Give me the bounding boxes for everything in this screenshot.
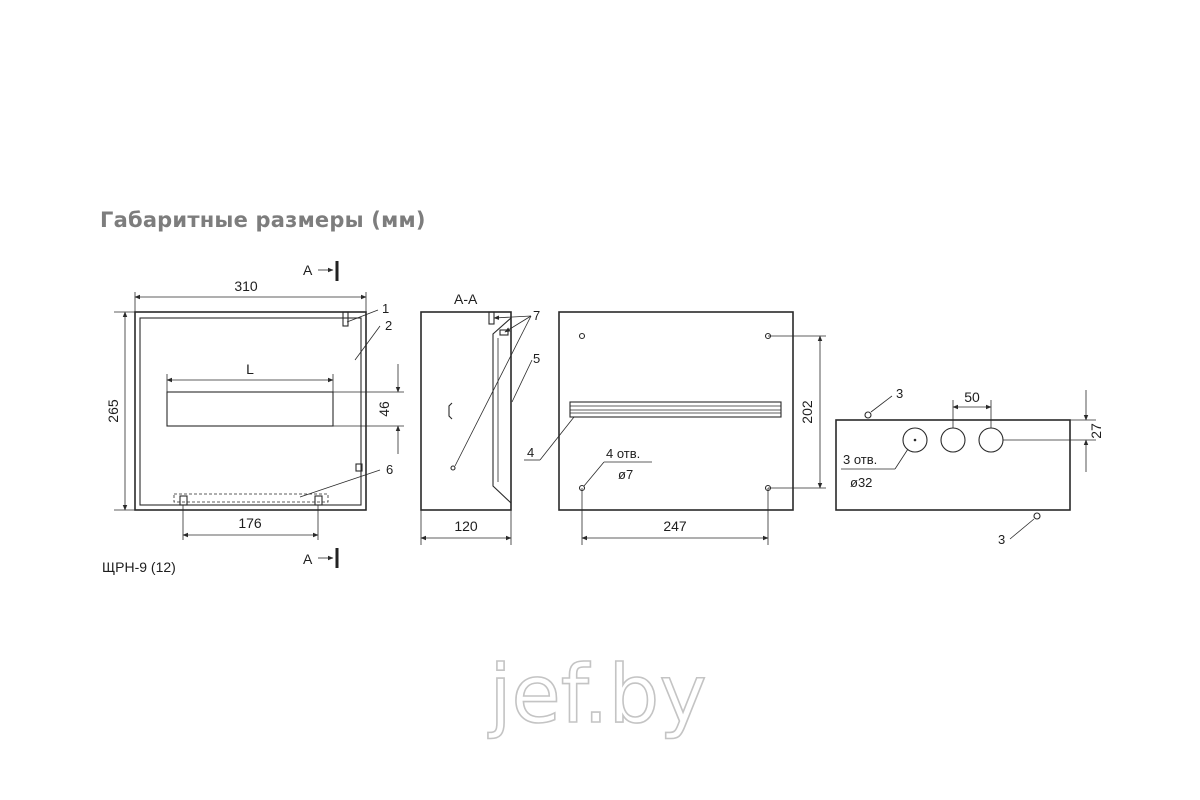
- bottom-rail: [173, 493, 329, 503]
- dim-strip-height-label: 46: [376, 401, 392, 417]
- latch-bottom: [1033, 512, 1041, 520]
- section-marker-top: А: [303, 262, 313, 278]
- dim-hole-offset-label: 27: [1088, 423, 1104, 439]
- callout-6: 6: [386, 462, 393, 477]
- dim-height-label: 265: [105, 399, 121, 423]
- callout-leader-6: [299, 469, 381, 498]
- front-outer-frame: [134, 311, 367, 511]
- callout-leader-1: [346, 309, 379, 323]
- callout-2: 2: [385, 318, 392, 333]
- mounting-view: 247 202 4 отв. ø7 4: [524, 311, 826, 545]
- door-handle: [448, 402, 453, 420]
- model-label: ЩРН-9 (12): [102, 559, 176, 575]
- callout-leader-3-bottom: [1009, 518, 1035, 540]
- entry-holes-count: 3 отв.: [843, 452, 877, 467]
- note-leader: [583, 461, 605, 487]
- callout-3-top: 3: [896, 386, 903, 401]
- entry-hole-center: [913, 438, 917, 442]
- mount-hole: [578, 332, 586, 340]
- page-title: Габаритные размеры (мм): [100, 208, 426, 232]
- mount-hole: [450, 465, 456, 471]
- section-view: А-А 120 7 5: [420, 291, 540, 545]
- entry-hole: [978, 427, 1004, 453]
- callout-5: 5: [533, 351, 540, 366]
- latch-bottom: [355, 463, 363, 472]
- dim-depth-label: 120: [454, 518, 478, 534]
- callout-3-bottom: 3: [998, 532, 1005, 547]
- top-view: 50 27 3 отв. ø32 3 3: [835, 386, 1104, 547]
- mount-holes-count: 4 отв.: [606, 446, 640, 461]
- din-rail: [569, 401, 782, 418]
- watermark: jef.by: [487, 648, 706, 741]
- dim-mount-height-label: 202: [799, 400, 815, 424]
- mount-holes-dia: ø7: [618, 467, 633, 482]
- dim-rail-spacing-label: 176: [238, 515, 262, 531]
- callout-leader-2: [354, 325, 381, 361]
- front-inner-frame: [139, 317, 362, 506]
- front-view: 310 265 L 46 176 А А 1 2 6: [102, 261, 404, 575]
- callout-leader-7b: [504, 315, 532, 333]
- entry-hole: [940, 427, 966, 453]
- callout-leader-5: [511, 359, 533, 403]
- callout-leader-4: [539, 416, 575, 461]
- callout-4: 4: [527, 445, 534, 460]
- rail-clip-right: [314, 495, 323, 506]
- dim-width-label: 310: [234, 278, 258, 294]
- dim-strip-length-label: L: [246, 361, 254, 377]
- dim-mount-width-label: 247: [663, 518, 687, 534]
- latch-top: [342, 311, 349, 327]
- section-latch: [488, 311, 495, 325]
- note-leader: [894, 448, 909, 470]
- back-panel: [558, 311, 794, 511]
- dim-hole-pitch-label: 50: [964, 389, 980, 405]
- door-profile: [492, 317, 512, 504]
- section-clip: [499, 329, 509, 336]
- section-body: [420, 311, 512, 511]
- entry-hole: [902, 427, 928, 453]
- rail-clip-left: [179, 495, 188, 506]
- latch-top: [864, 411, 872, 419]
- callout-7: 7: [533, 308, 540, 323]
- callout-leader-7c: [454, 315, 532, 467]
- callout-leader-3-top: [870, 395, 893, 413]
- section-marker-bottom: А: [303, 551, 313, 567]
- module-strip: [166, 391, 334, 427]
- section-title: А-А: [454, 291, 478, 307]
- callout-leader-7a: [493, 315, 532, 320]
- entry-holes-dia: ø32: [850, 475, 872, 490]
- callout-1: 1: [382, 301, 389, 316]
